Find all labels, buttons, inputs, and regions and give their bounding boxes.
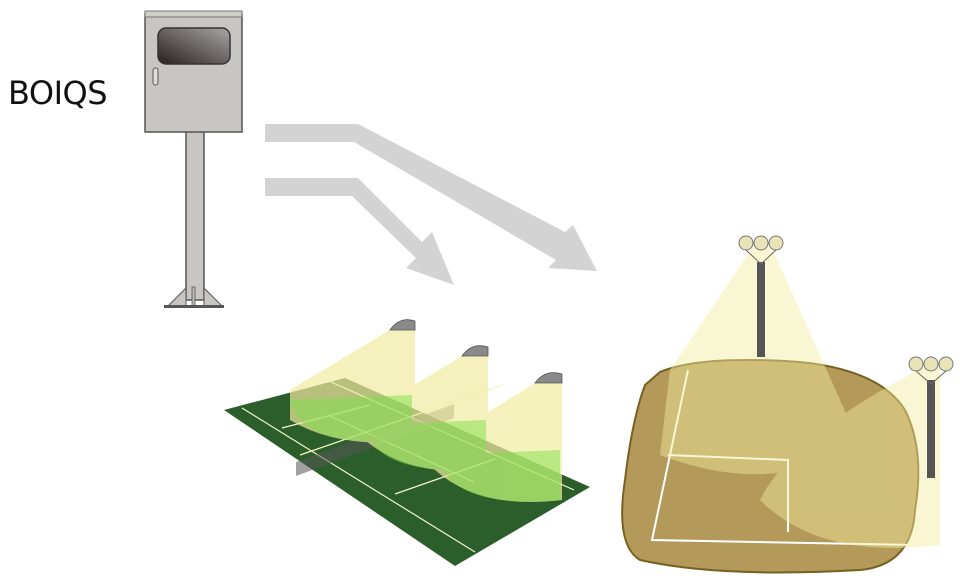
floodlight-icon [389,319,563,384]
court-light-pools [290,395,560,502]
field-light-beams [660,248,940,548]
flow-arrow-icon [265,124,597,285]
baseball-field-icon [621,359,920,574]
light-pole-icon [738,235,954,478]
brand-label: BOIQS [8,74,108,112]
control-cabinet-icon [144,10,243,308]
